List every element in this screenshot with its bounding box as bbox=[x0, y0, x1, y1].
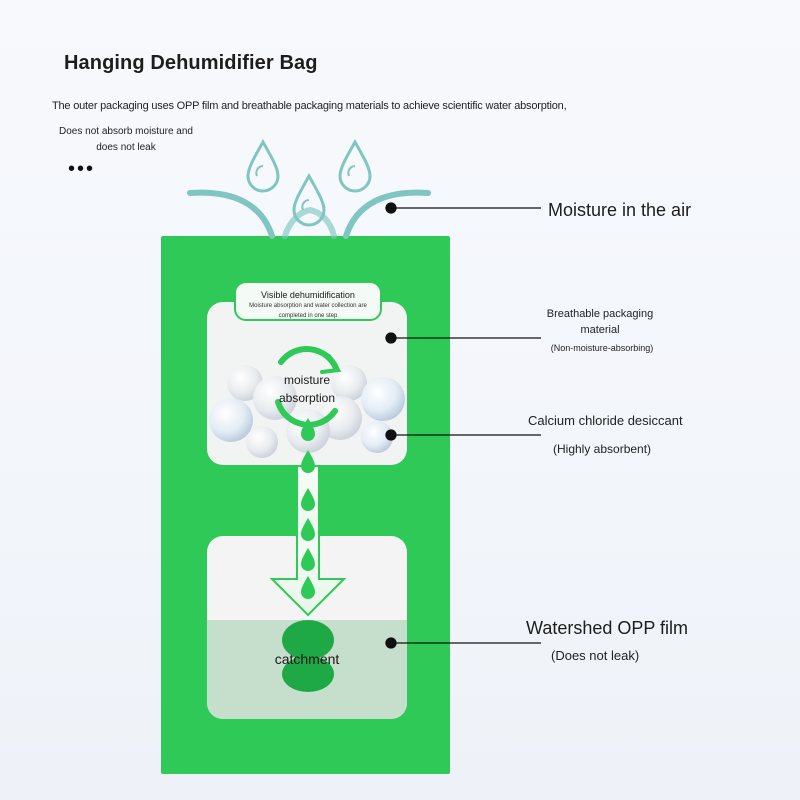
note-line-2: does not leak bbox=[96, 142, 156, 153]
callout-breathable: Breathable packaging material bbox=[540, 306, 660, 338]
note-line-1: Does not absorb moisture and bbox=[59, 126, 193, 137]
falling-droplet-icons bbox=[301, 418, 315, 599]
callout-breathable-line-1: Breathable packaging bbox=[546, 308, 654, 320]
visible-dehumidification-title: Visible dehumidification bbox=[261, 290, 355, 300]
absorption-line-1: moisture bbox=[283, 373, 330, 387]
callout-breathable-sub: (Non-moisture-absorbing) bbox=[550, 343, 654, 353]
moisture-absorption-text: moisture absorption bbox=[262, 371, 352, 407]
absorption-cycle-icon bbox=[275, 346, 342, 428]
visible-dehumidification-label: Visible dehumidification Moisture absorp… bbox=[234, 281, 382, 321]
callout-air: Moisture in the air bbox=[548, 200, 692, 220]
callout-film: Watershed OPP film bbox=[526, 618, 689, 638]
callout-breathable-line-2: material bbox=[580, 324, 620, 336]
page-title: Hanging Dehumidifier Bag bbox=[64, 52, 318, 74]
catchment-drop-icon bbox=[282, 620, 334, 692]
air-droplet-icons bbox=[246, 138, 372, 227]
visible-dehumidification-sub: Moisture absorption and water collection… bbox=[249, 303, 367, 319]
callout-lines bbox=[385, 202, 541, 649]
air-flow-curves bbox=[187, 189, 431, 239]
note: Does not absorb moisture and does not le… bbox=[56, 124, 196, 156]
callout-film-sub: (Does not leak) bbox=[551, 648, 640, 663]
catchment-text: catchment bbox=[274, 651, 340, 667]
absorption-line-2: absorption bbox=[278, 391, 336, 405]
more-dots-icon: ••• bbox=[68, 158, 96, 180]
callout-desiccant: Calcium chloride desiccant bbox=[528, 413, 683, 428]
callout-desiccant-sub: (Highly absorbent) bbox=[553, 442, 652, 456]
subtitle: The outer packaging uses OPP film and br… bbox=[52, 100, 567, 112]
